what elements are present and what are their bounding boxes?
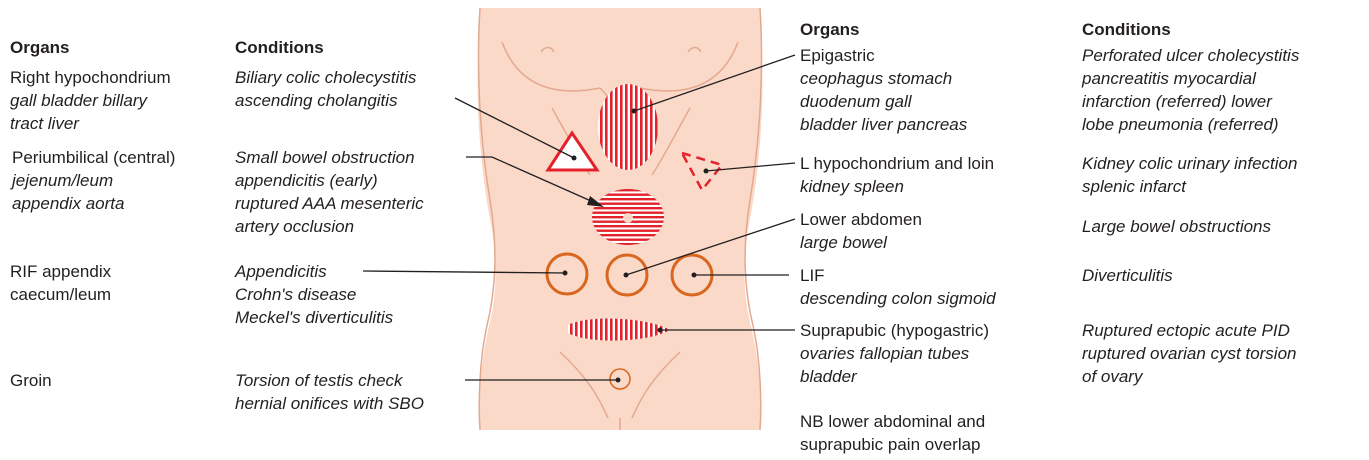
conditions-lower-abdomen: Large bowel obstructions — [1082, 215, 1271, 238]
organ-line: bladder — [800, 365, 989, 388]
organ-lif: LIF descending colon sigmoid — [800, 264, 996, 310]
conditions-groin: Torsion of testis check hernial onifices… — [235, 369, 424, 415]
organ-line: Groin — [10, 369, 52, 392]
organ-line: gall bladder billary — [10, 89, 171, 112]
organ-line: caecum/leum — [10, 283, 111, 306]
dot-groin — [616, 378, 621, 383]
condition-line: Perforated ulcer cholecystitis — [1082, 44, 1299, 67]
condition-line: appendicitis (early) — [235, 169, 424, 192]
condition-line: Torsion of testis check — [235, 369, 424, 392]
organ-line: Right hypochondrium — [10, 66, 171, 89]
conditions-l-hypochondrium: Kidney colic urinary infection splenic i… — [1082, 152, 1297, 198]
dot-lower-abdomen — [624, 273, 629, 278]
note-line: suprapubic pain overlap — [800, 433, 985, 456]
organ-line: jejenum/leum — [12, 169, 175, 192]
organ-rif: RIF appendix caecum/leum — [10, 260, 111, 306]
condition-line: infarction (referred) lower — [1082, 90, 1299, 113]
organ-line: kidney spleen — [800, 175, 994, 198]
condition-line: Diverticulitis — [1082, 264, 1173, 287]
condition-line: Appendicitis — [235, 260, 393, 283]
conditions-right-hypochondrium: Biliary colic cholecystitis ascending ch… — [235, 66, 416, 112]
organ-groin: Groin — [10, 369, 52, 392]
condition-line: hernial onifices with SBO — [235, 392, 424, 415]
organ-line: appendix aorta — [12, 192, 175, 215]
organ-line: descending colon sigmoid — [800, 287, 996, 310]
condition-line: splenic infarct — [1082, 175, 1297, 198]
organ-line: tract liver — [10, 112, 171, 135]
condition-line: ruptured ovarian cyst torsion — [1082, 342, 1297, 365]
conditions-rif: Appendicitis Crohn's disease Meckel's di… — [235, 260, 393, 329]
organ-suprapubic: Suprapubic (hypogastric) ovaries fallopi… — [800, 319, 989, 388]
condition-line: Meckel's diverticulitis — [235, 306, 393, 329]
organ-line: ovaries fallopian tubes — [800, 342, 989, 365]
condition-line: Biliary colic cholecystitis — [235, 66, 416, 89]
left-organs-header: Organs — [10, 38, 70, 58]
organ-line: Lower abdomen — [800, 208, 922, 231]
conditions-suprapubic: Ruptured ectopic acute PID ruptured ovar… — [1082, 319, 1297, 388]
condition-line: pancreatitis myocardial — [1082, 67, 1299, 90]
organ-line: LIF — [800, 264, 996, 287]
condition-line: of ovary — [1082, 365, 1297, 388]
condition-line: Small bowel obstruction — [235, 146, 424, 169]
conditions-lif: Diverticulitis — [1082, 264, 1173, 287]
organ-line: Periumbilical (central) — [12, 146, 175, 169]
condition-line: artery occlusion — [235, 215, 424, 238]
right-conditions-header: Conditions — [1082, 20, 1171, 40]
condition-line: Kidney colic urinary infection — [1082, 152, 1297, 175]
organ-line: ceophagus stomach — [800, 67, 967, 90]
dot-suprapubic — [658, 328, 663, 333]
condition-line: lobe pneumonia (referred) — [1082, 113, 1299, 136]
condition-line: Ruptured ectopic acute PID — [1082, 319, 1297, 342]
left-conditions-header: Conditions — [235, 38, 324, 58]
dot-epigastric — [632, 109, 637, 114]
organ-line: Epigastric — [800, 44, 967, 67]
organ-periumbilical: Periumbilical (central) jejenum/leum app… — [12, 146, 175, 215]
overlap-note: NB lower abdominal and suprapubic pain o… — [800, 410, 985, 456]
epigastric-region — [598, 84, 658, 170]
right-organs-header: Organs — [800, 20, 860, 40]
condition-line: ruptured AAA mesenteric — [235, 192, 424, 215]
condition-line: Crohn's disease — [235, 283, 393, 306]
condition-line: Large bowel obstructions — [1082, 215, 1271, 238]
condition-line: ascending cholangitis — [235, 89, 416, 112]
conditions-periumbilical: Small bowel obstruction appendicitis (ea… — [235, 146, 424, 238]
organ-line: duodenum gall — [800, 90, 967, 113]
dot-rif — [563, 271, 568, 276]
organ-epigastric: Epigastric ceophagus stomach duodenum ga… — [800, 44, 967, 136]
note-line: NB lower abdominal and — [800, 410, 985, 433]
organ-line: L hypochondrium and loin — [800, 152, 994, 175]
organ-line: bladder liver pancreas — [800, 113, 967, 136]
organ-line: Suprapubic (hypogastric) — [800, 319, 989, 342]
umbilicus — [623, 213, 633, 223]
conditions-epigastric: Perforated ulcer cholecystitis pancreati… — [1082, 44, 1299, 136]
dot-l-hypochondrium — [704, 169, 709, 174]
organ-l-hypochondrium: L hypochondrium and loin kidney spleen — [800, 152, 994, 198]
organ-right-hypochondrium: Right hypochondrium gall bladder billary… — [10, 66, 171, 135]
dot-right-hypochondrium — [572, 156, 577, 161]
organ-lower-abdomen: Lower abdomen large bowel — [800, 208, 922, 254]
dot-lif — [692, 273, 697, 278]
organ-line: large bowel — [800, 231, 922, 254]
organ-line: RIF appendix — [10, 260, 111, 283]
